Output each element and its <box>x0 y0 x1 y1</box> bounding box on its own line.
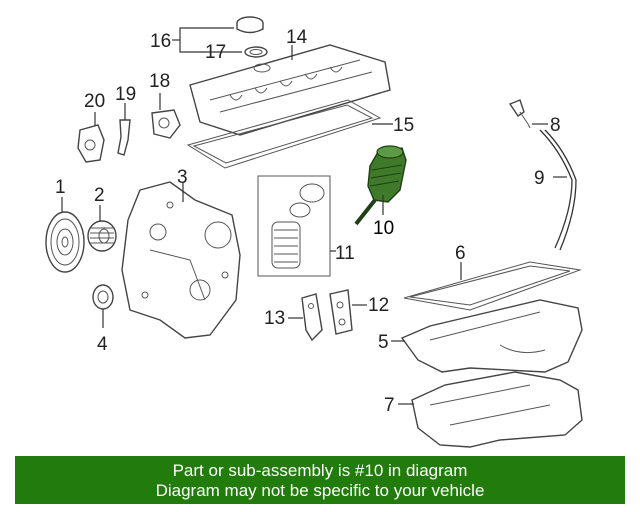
info-banner: Part or sub-assembly is #10 in diagram D… <box>15 456 625 504</box>
callout-20: 20 <box>84 91 105 112</box>
callout-16: 16 <box>150 31 171 52</box>
part-2-damper[interactable] <box>87 220 117 252</box>
part-11-oil-filter[interactable] <box>257 175 331 277</box>
callout-7: 7 <box>384 395 395 416</box>
part-10-filter-housing[interactable] <box>354 145 407 226</box>
part-6-oil-pan-gasket[interactable] <box>403 261 582 311</box>
callout-2: 2 <box>94 185 105 206</box>
part-1-crank-pulley[interactable] <box>45 211 85 273</box>
callout-18: 18 <box>149 71 170 92</box>
callout-5: 5 <box>378 332 389 353</box>
part-8-sensor[interactable] <box>508 99 531 129</box>
part-14-valve-cover[interactable] <box>189 44 391 136</box>
callout-19: 19 <box>115 84 136 105</box>
callout-12: 12 <box>368 295 389 316</box>
part-19-hose[interactable] <box>117 119 131 156</box>
callout-17: 17 <box>205 42 226 63</box>
callout-8: 8 <box>550 115 561 136</box>
part-5-upper-oil-pan[interactable] <box>400 299 583 373</box>
callout-14: 14 <box>286 27 308 48</box>
part-9-dipstick-tube[interactable] <box>539 129 577 251</box>
part-4-seal[interactable] <box>92 284 114 310</box>
part-13-bracket[interactable] <box>301 293 323 342</box>
part-16-oil-cap[interactable] <box>236 16 264 34</box>
part-7-lower-oil-pan[interactable] <box>411 371 583 448</box>
part-17-cap-seal[interactable] <box>244 46 268 58</box>
part-3-timing-cover[interactable] <box>121 181 241 339</box>
callout-3: 3 <box>177 167 188 188</box>
callout-11: 11 <box>335 243 355 264</box>
part-15-gasket[interactable] <box>186 99 382 169</box>
callout-1: 1 <box>55 177 66 198</box>
callout-9: 9 <box>534 168 545 189</box>
banner-line-2: Diagram may not be specific to your vehi… <box>155 481 485 500</box>
callout-6: 6 <box>455 243 466 264</box>
callout-13: 13 <box>264 308 285 329</box>
callout-4: 4 <box>97 334 108 355</box>
callout-10: 10 <box>373 218 394 239</box>
part-20-housing[interactable] <box>77 124 105 163</box>
engine-parts-diagram: 1 2 3 4 20 19 18 <box>45 16 583 448</box>
callout-15: 15 <box>393 115 414 136</box>
banner-line-1: Part or sub-assembly is #10 in diagram <box>172 461 468 480</box>
part-18-thermostat[interactable] <box>151 109 181 139</box>
part-12-bracket[interactable] <box>329 289 353 335</box>
